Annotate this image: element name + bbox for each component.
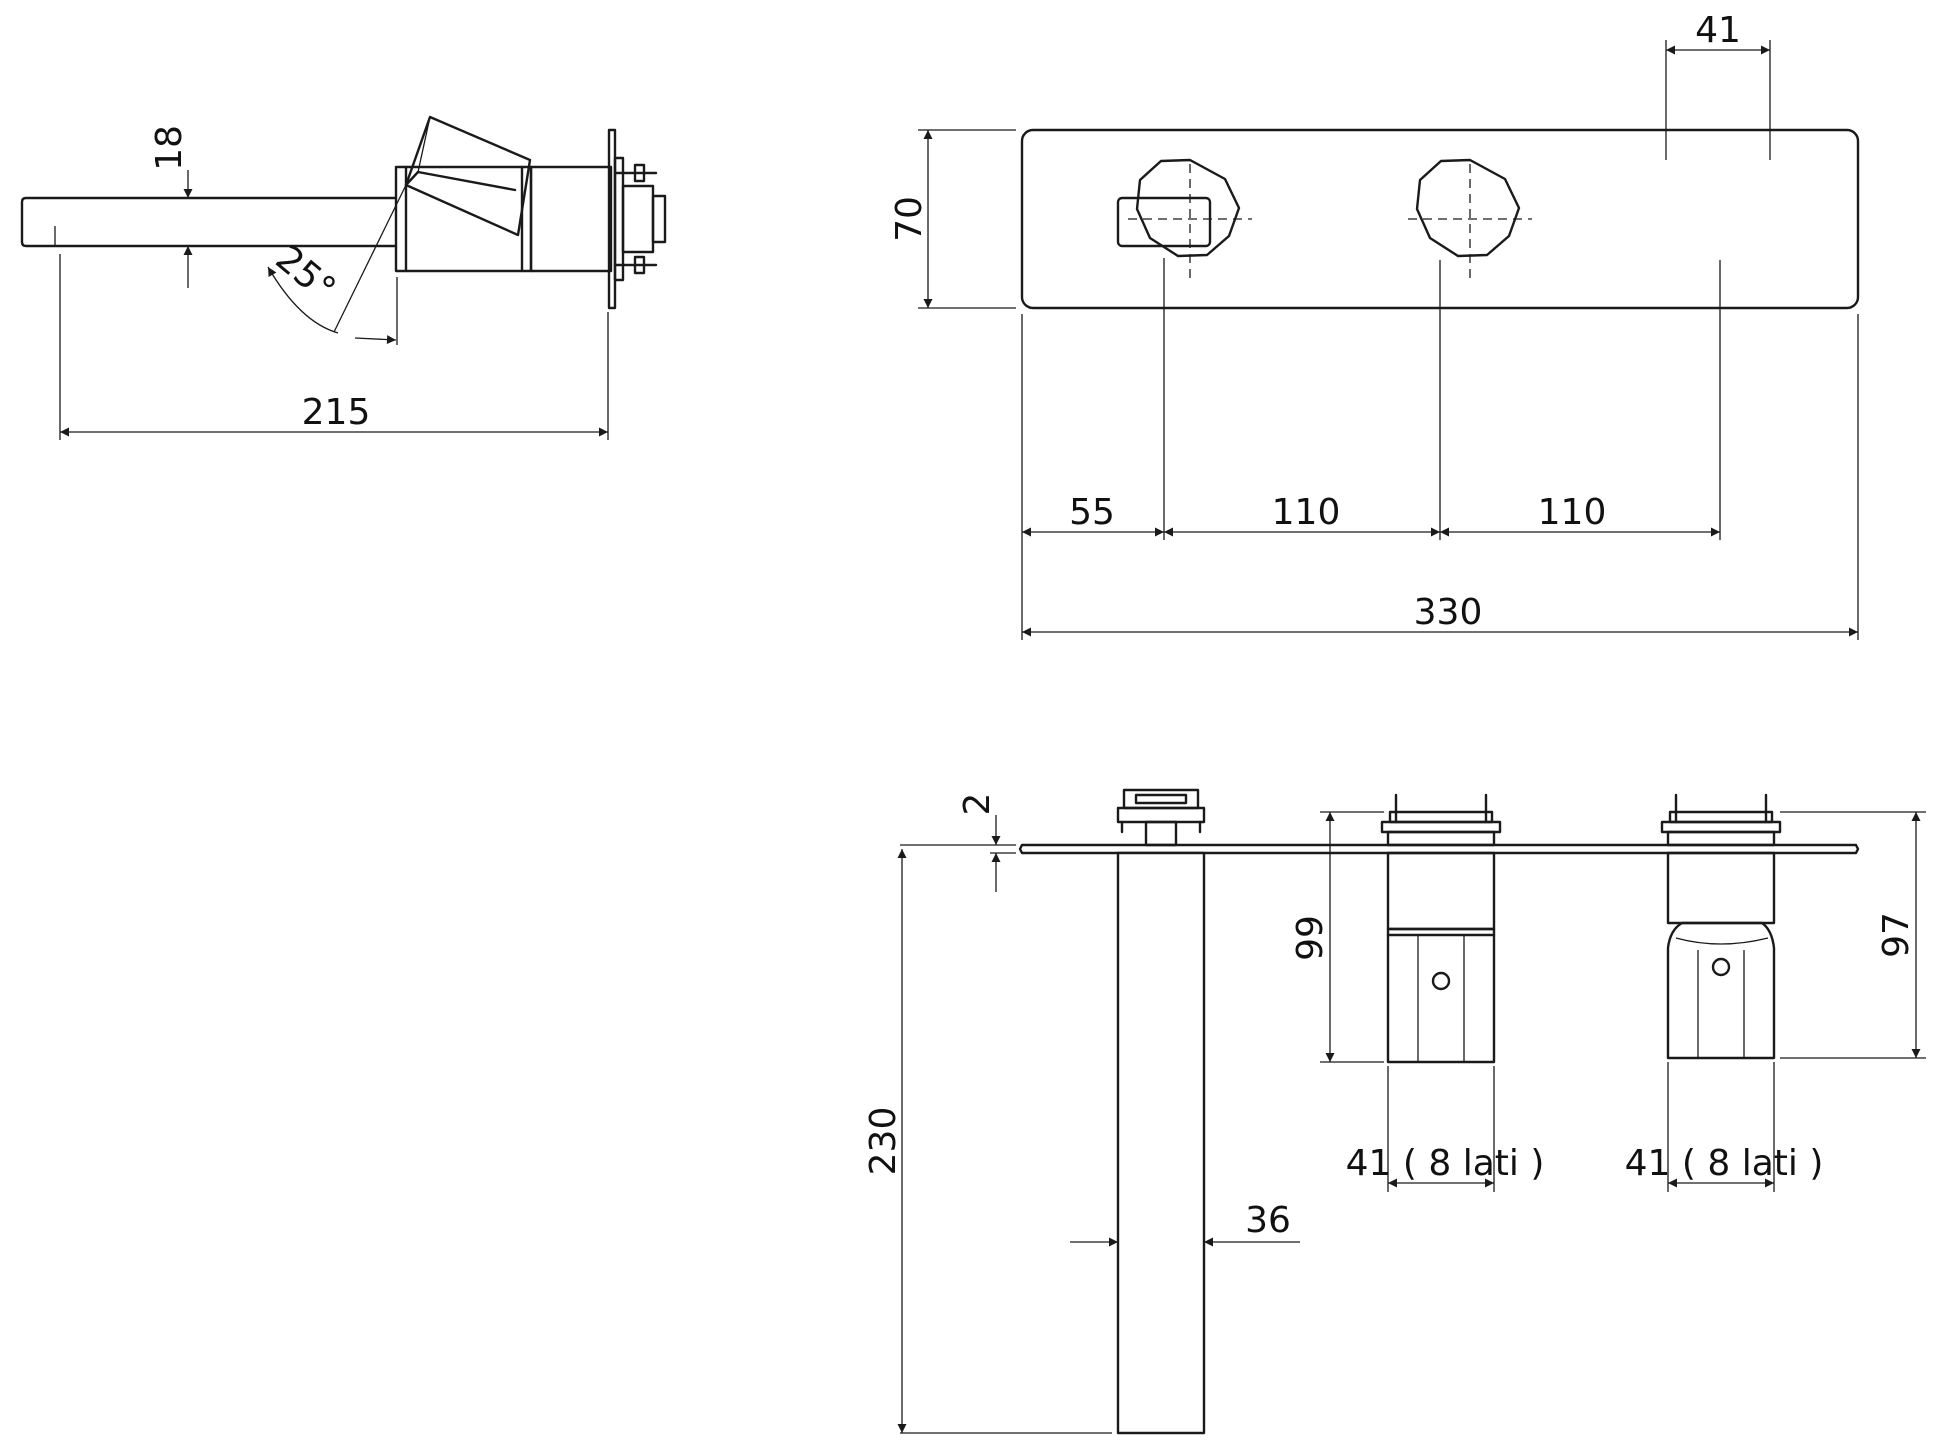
dim-text-230: 230 xyxy=(863,1107,904,1176)
dimension-knob-size: 41 xyxy=(1665,10,1771,160)
dimension-plate-height: 70 xyxy=(889,129,1016,309)
dimension-valve-left-depth: 99 xyxy=(1290,811,1384,1063)
knob-left xyxy=(1128,158,1252,284)
dimension-plate-thickness: 2 xyxy=(900,793,1016,892)
spout-outlet xyxy=(1116,196,1212,248)
dimension-spout-angle: 25° xyxy=(267,184,407,345)
valve-left xyxy=(1380,793,1502,1064)
side-view: 18 25° 215 xyxy=(20,115,667,440)
dim-text-18: 18 xyxy=(149,125,190,171)
dimension-valve-right-depth: 97 xyxy=(1780,811,1926,1059)
dim-text-angle: 25° xyxy=(268,238,343,310)
spout-connector xyxy=(1116,788,1206,847)
dim-text-110-b: 110 xyxy=(1538,492,1607,533)
wall-flange xyxy=(607,128,667,310)
top-view: 2 230 36 99 97 xyxy=(863,788,1926,1435)
spout-body xyxy=(1116,851,1206,1435)
plate-section xyxy=(1018,843,1860,855)
dimension-spout-height: 18 xyxy=(149,125,193,288)
dim-text-41-8-lati-left: 41 ( 8 lati ) xyxy=(1346,1143,1545,1184)
dim-text-41-top: 41 xyxy=(1695,10,1741,51)
dim-text-70: 70 xyxy=(889,196,930,242)
dimension-body-depth: 230 xyxy=(863,849,1112,1434)
dimension-spout-length: 215 xyxy=(59,254,609,440)
dim-text-215: 215 xyxy=(302,392,371,433)
dim-text-55: 55 xyxy=(1069,492,1115,533)
knob-right xyxy=(1408,158,1532,284)
dim-text-36: 36 xyxy=(1245,1200,1291,1241)
valve-right xyxy=(1660,793,1782,1060)
dim-text-41-8-lati-right: 41 ( 8 lati ) xyxy=(1625,1143,1824,1184)
dim-text-110-a: 110 xyxy=(1272,492,1341,533)
mixer-body xyxy=(394,115,613,273)
dim-text-99: 99 xyxy=(1290,915,1331,961)
spout xyxy=(20,196,398,248)
dimension-valve-right-size: 41 ( 8 lati ) xyxy=(1625,1062,1824,1192)
front-view: 70 41 55 110 110 330 xyxy=(889,10,1860,640)
dim-text-330: 330 xyxy=(1414,592,1483,633)
dim-text-2: 2 xyxy=(957,793,998,816)
dimension-spacings: 55 110 110 xyxy=(1022,492,1720,537)
dimension-body-width: 36 xyxy=(1070,1200,1300,1247)
dimension-valve-left-size: 41 ( 8 lati ) xyxy=(1346,1066,1545,1192)
dim-text-97: 97 xyxy=(1876,912,1917,958)
dimension-plate-width: 330 xyxy=(1022,592,1858,637)
